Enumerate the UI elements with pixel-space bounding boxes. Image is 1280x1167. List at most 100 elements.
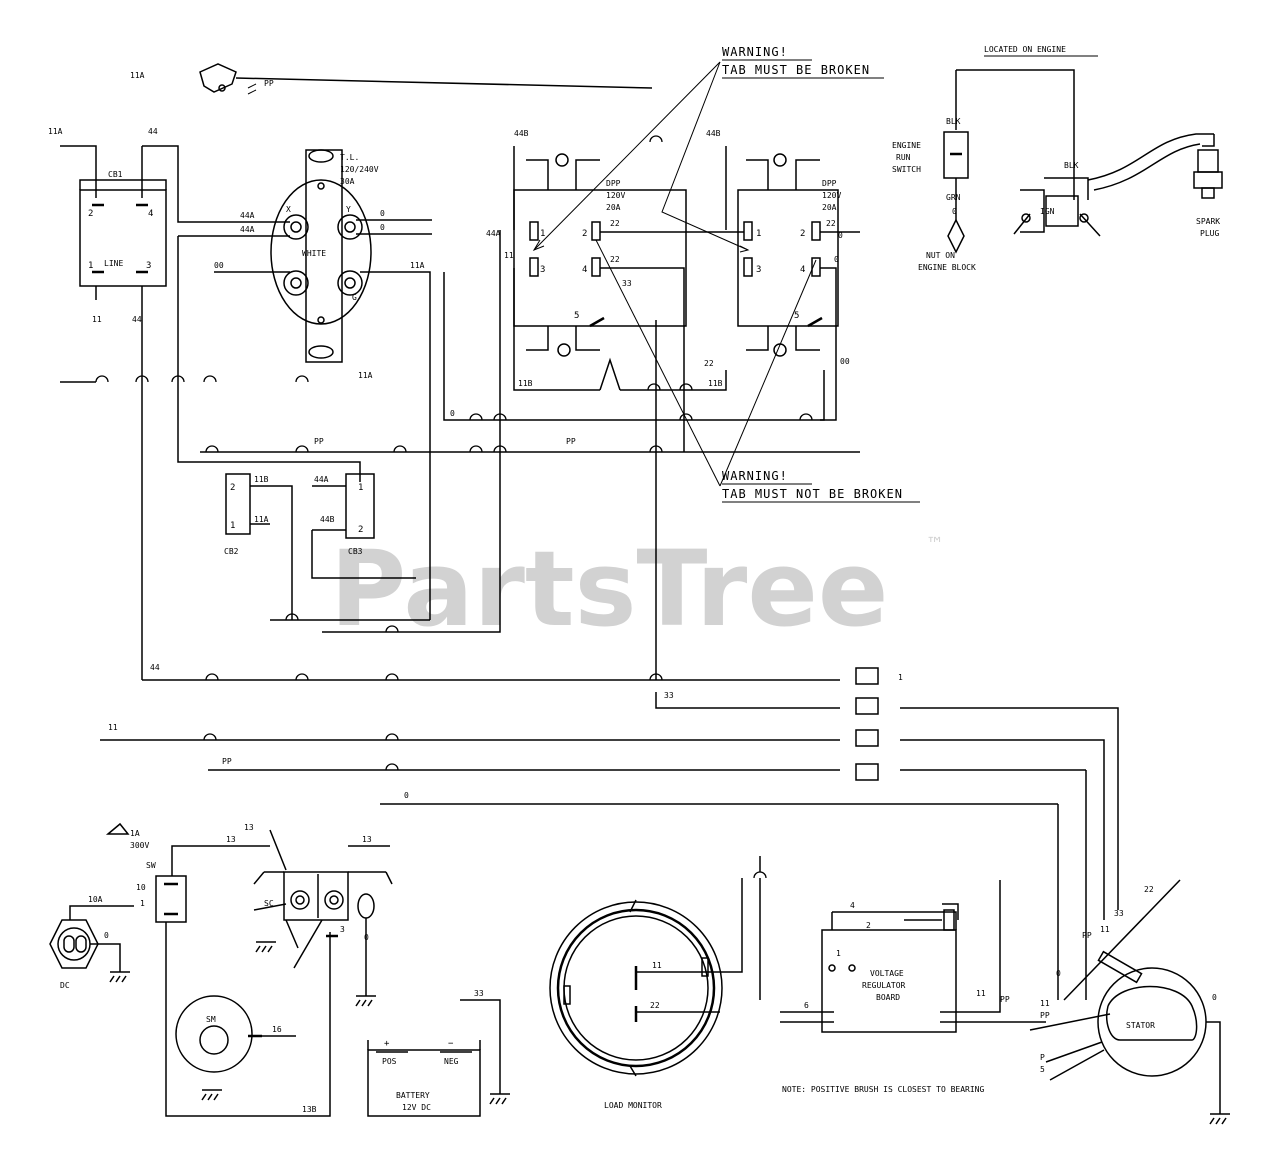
wire-label: 4 [850,901,855,910]
wire-label: 5 [1040,1065,1045,1074]
wire-label: 11A [48,127,63,136]
sm-label: SM [206,1015,216,1024]
wire-label: 33 [664,691,674,700]
wire-label: 22 [826,219,836,228]
dc-label: DC [60,981,70,990]
battery-neg: NEG [444,1057,459,1066]
battery-label: BATTERY [396,1091,430,1100]
vr-label-1: VOLTAGE [870,969,904,978]
wire-label: 33 [1114,909,1124,918]
svg-text:2: 2 [800,229,805,239]
wire-label: 11A [358,371,373,380]
wire-label: 0 [380,209,385,218]
wire-label: PP [264,79,274,88]
tl-label-2: 120/240V [340,165,379,174]
battery: + − POS NEG BATTERY 12V DC 33 [367,989,510,1117]
svg-text:IGN: IGN [1040,207,1055,216]
svg-text:1: 1 [540,229,545,239]
wire-label: 1 [836,949,841,958]
svg-text:4: 4 [582,265,587,275]
wire-44a [166,145,290,223]
wire-label: 0 [380,223,385,232]
wire-label: 11 [108,723,118,732]
wire-label: PP [566,437,576,446]
wire-label: 22 [610,255,620,264]
svg-text:3: 3 [146,261,151,271]
cb1-label: CB1 [108,170,123,179]
svg-text:1: 1 [88,261,93,271]
wire-label: 16 [272,1025,282,1034]
wire-label: 44B [320,515,335,524]
svg-text:−: − [448,1039,454,1049]
white-label: WHITE [302,249,326,258]
warning-tab-broken: WARNING! TAB MUST BE BROKEN [532,45,884,253]
fuse-label-1: 1A [130,829,140,838]
stator: STATOR PP 11 33 22 11 PP P 5 0 0 NOTE: P… [782,770,1230,1125]
warning-title: WARNING! [722,45,788,59]
wire-label: 22 [650,1001,660,1010]
wire-label: 11A [410,261,425,270]
wire-label: 3 [340,925,345,934]
wire-label: PP [1040,1011,1050,1020]
starter-motor: SM 16 [175,995,296,1101]
dpp-right-1: DPP [822,179,837,188]
wire-label: 11 [652,961,662,970]
wire-label: 10A [88,895,103,904]
wire-label: 0 [1212,993,1217,1002]
dpp-left-1: DPP [606,179,621,188]
svg-text:5: 5 [574,311,579,321]
cb3-label: CB3 [348,547,363,556]
cb2-label: CB2 [224,547,239,556]
cord-plug-top: 11A PP [130,63,653,95]
twist-lock-receptacle: T.L. 120/240V 30A WHITE X Y G [270,149,379,363]
stator-label: STATOR [1126,1021,1155,1030]
wire-label: 13 [362,835,372,844]
watermark: PartsTree ™ [330,528,944,650]
dpp-right-2: 120V [822,191,841,200]
svg-text:2: 2 [88,209,93,219]
wire-label: 11 [1040,999,1050,1008]
svg-text:0: 0 [952,207,957,216]
duplex-receptacle-left: DPP 120V 20A 1 3 2 4 5 44B [513,129,687,357]
wire-label: 11A [130,71,145,80]
wire-label: 13 [226,835,236,844]
wire-label: 11B [254,475,269,484]
svg-text:1: 1 [898,673,903,682]
svg-text:3: 3 [540,265,545,275]
wire-label: 0 [450,409,455,418]
wire-label: PP [314,437,324,446]
wire-label: 11 [504,251,514,260]
duplex-receptacle-right: DPP 120V 20A 1 3 2 4 5 44B [706,129,841,357]
line-label: LINE [104,259,123,268]
breaker-cb1: CB1 2 4 1 3 LINE 11A 44 11 44 [48,127,167,680]
wire-label: 11 [92,315,102,324]
wire-label: 11 [976,989,986,998]
svg-text:4: 4 [148,209,153,219]
sc-label: SC [264,899,274,908]
wire-label: 44 [150,663,160,672]
wire-label: 33 [622,279,632,288]
wire-label: 44 [148,127,158,136]
svg-text:RUN: RUN [896,153,911,162]
svg-text:2: 2 [582,229,587,239]
wire-label: 2 [866,921,871,930]
wire-hops-lower: 44 [142,230,840,681]
wire-label: P [1040,1053,1045,1062]
wire-label: 00 [840,357,850,366]
tl-label-3: 30A [340,177,355,186]
svg-text:ENGINE BLOCK: ENGINE BLOCK [918,263,976,272]
wire-label: 1 [140,899,145,908]
wire-label: 0 [834,255,839,264]
svg-text:3: 3 [756,265,761,275]
duplex-wiring: 44A 11 22 22 22 33 0 11B 11B 22 00 0 PP … [200,219,860,709]
svg-text:BLK: BLK [946,117,961,126]
wire-label: 22 [610,219,620,228]
sw-label: SW [146,861,156,870]
svg-text:PLUG: PLUG [1200,229,1219,238]
wire-label: 11B [518,379,533,388]
load-monitor-label: LOAD MONITOR [604,1101,662,1110]
wire-label: 11 [1100,925,1110,934]
dpp-left-2: 120V [606,191,625,200]
svg-text:1: 1 [358,483,363,493]
warning-title: WARNING! [722,469,788,483]
